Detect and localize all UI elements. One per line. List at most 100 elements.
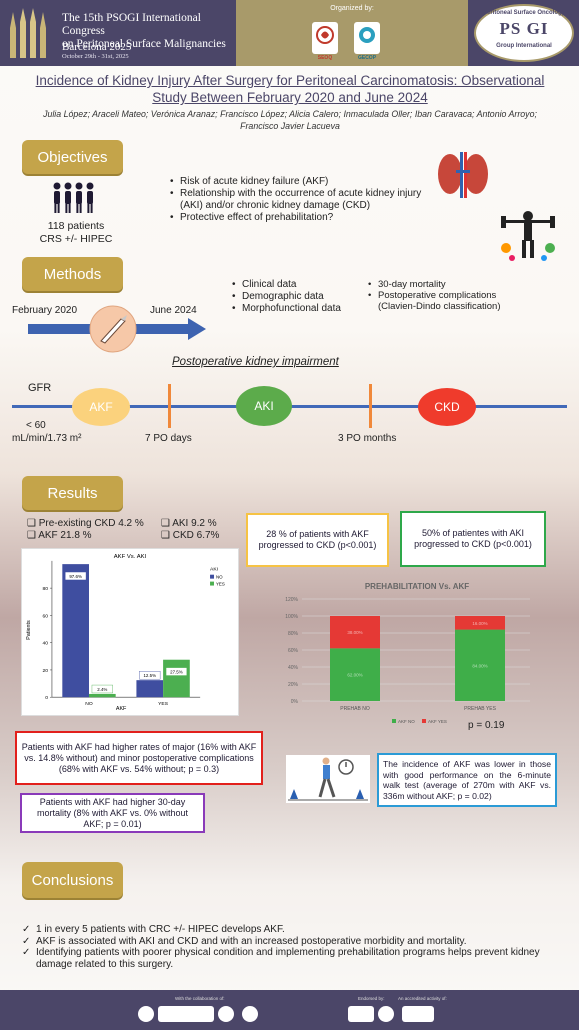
congress-title: The 15th PSOGI International Congress on…	[62, 12, 226, 50]
patients-count: 118 patients	[47, 220, 105, 232]
objective-item: Protective effect of prehabilitation?	[168, 212, 430, 224]
chart-title: PREHABILITATION Vs. AKF	[365, 582, 469, 591]
data-label-bg	[65, 571, 87, 581]
collab-label: With the collaboration of:	[175, 996, 225, 1001]
data-item: Demographic data	[230, 291, 360, 303]
legend-label: NO	[216, 575, 223, 580]
po-7-days: 7 PO days	[145, 433, 192, 444]
end-date: June 2024	[150, 305, 197, 316]
stat-akf: ❑ AKF 21.8 %	[27, 530, 92, 541]
authors: Julia López; Araceli Mateo; Verónica Ara…	[43, 109, 537, 131]
data-label: 62.00%	[347, 673, 362, 678]
results-heading: Results	[22, 476, 123, 510]
data-label-bg	[91, 684, 113, 694]
data-item: Morphofunctional data	[230, 303, 360, 315]
sponsor-logo-icon	[348, 1006, 374, 1022]
aki-stage: AKI	[236, 386, 292, 426]
y-tick-label: 80	[42, 586, 48, 592]
methods-heading: Methods	[22, 257, 123, 291]
legend-swatch	[392, 719, 396, 723]
legend-label: AKF NO	[398, 719, 415, 724]
y-tick-label: 60%	[288, 648, 299, 654]
x-tick-label: NO	[85, 701, 93, 707]
outcome-item: Postoperative complications (Clavien-Din…	[366, 290, 536, 312]
treatment-label: CRS +/- HIPEC	[39, 233, 113, 245]
data-label: 38.00%	[347, 630, 362, 635]
y-tick-label: 40%	[288, 665, 299, 671]
sponsor-logo-icon	[158, 1006, 214, 1022]
walk-test-box: The incidence of AKF was lower in those …	[377, 753, 557, 807]
organizers-panel	[236, 0, 468, 66]
legend-swatch	[422, 719, 426, 723]
psogi-logo	[474, 4, 574, 62]
exercise-person-icon	[501, 211, 555, 261]
stacked-bar-segment	[455, 629, 505, 701]
congress-dates: October 29th - 31st, 2025	[62, 53, 129, 60]
conclusions-list: ✓1 in every 5 patients with CRC +/- HIPE…	[22, 924, 557, 970]
bar	[62, 564, 89, 698]
mortality-box: Patients with AKF had higher 30-day mort…	[20, 793, 205, 833]
data-label-bg	[165, 667, 188, 676]
outcomes-list: 30-day mortality Postoperative complicat…	[366, 279, 536, 312]
akf-stage: AKF	[72, 388, 130, 426]
sponsor-logo-icon	[218, 1006, 234, 1022]
congress-city: Barcelona 2025	[62, 41, 132, 53]
scalpel-icon	[89, 305, 137, 353]
bar	[136, 680, 164, 698]
data-label: 27.5%	[170, 670, 183, 675]
sponsor-logo-icon	[242, 1006, 258, 1022]
y-tick-label: 100%	[285, 614, 298, 620]
stacked-bar-segment	[330, 616, 380, 649]
y-tick-label: 60	[42, 613, 48, 619]
y-tick-label: 40	[42, 641, 48, 647]
complications-box: Patients with AKF had higher rates of ma…	[15, 731, 263, 785]
walk-test-icon	[286, 755, 370, 803]
x-axis-label: AKF	[116, 706, 127, 712]
gecop-logo-icon	[354, 22, 380, 54]
objectives-heading: Objectives	[22, 140, 123, 174]
stacked-bar-segment	[455, 616, 505, 630]
data-label: 16.00%	[472, 621, 487, 626]
bar	[163, 659, 190, 698]
conclusion-item: ✓Identifying patients with poorer physic…	[22, 947, 540, 970]
x-tick-label: PREHAB NO	[340, 706, 370, 712]
cathedral-logo-icon	[10, 8, 46, 58]
data-label: 12.5%	[143, 673, 156, 678]
stacked-bar-segment	[330, 648, 380, 701]
psogi-acronym: PS GI	[499, 19, 549, 38]
psogi-top-text: Peritoneal Surface Oncology	[482, 10, 566, 16]
data-item: Clinical data	[230, 279, 360, 291]
data-label: 2.4%	[97, 687, 107, 692]
seoq-logo-icon	[312, 22, 338, 54]
data-label: 84.00%	[472, 663, 487, 668]
x-tick-label: PREHAB YES	[464, 706, 497, 712]
y-tick-label: 120%	[285, 597, 298, 603]
stat-ckd: ❑ CKD 6.7%	[161, 530, 220, 541]
conclusions-heading: Conclusions	[22, 862, 123, 898]
outcome-item: 30-day mortality	[366, 279, 536, 290]
legend-swatch	[210, 581, 214, 586]
endorsed-label: Endorsed by:	[358, 996, 385, 1001]
akf-ckd-progression-box: 28 % of patients with AKF progressed to …	[246, 513, 389, 567]
y-tick-label: 20%	[288, 682, 299, 688]
ckd-stage: CKD	[418, 388, 476, 426]
aki-ckd-progression-box: 50% of patientes with AKI progressed to …	[400, 511, 546, 567]
prehab-p-value: p = 0.19	[468, 720, 505, 731]
prehab-vs-akf-chart: PREHABILITATION Vs. AKF 0%20%40%60%80%10…	[285, 582, 530, 724]
seoq-name: SEOQ	[317, 55, 333, 61]
chart-title: AKF Vs. AKI	[114, 554, 147, 560]
y-tick-label: 0	[45, 695, 48, 701]
conclusion-item: ✓1 in every 5 patients with CRC +/- HIPE…	[22, 924, 285, 935]
bar	[88, 693, 116, 698]
kidneys-icon	[438, 152, 488, 198]
psogi-bottom-text: Group International	[496, 43, 552, 49]
people-group-icon	[53, 182, 94, 213]
objectives-list: Risk of acute kidney failure (AKF) Relat…	[168, 176, 430, 224]
data-label-bg	[139, 671, 161, 680]
start-date: February 2020	[12, 305, 78, 316]
data-collected-list: Clinical data Demographic data Morphofun…	[230, 279, 360, 315]
gfr-unit: mL/min/1.73 m²	[12, 433, 82, 444]
gfr-value: < 60	[26, 420, 46, 431]
sponsor-logo-icon	[138, 1006, 154, 1022]
objective-item: Relationship with the occurrence of acut…	[168, 188, 430, 212]
